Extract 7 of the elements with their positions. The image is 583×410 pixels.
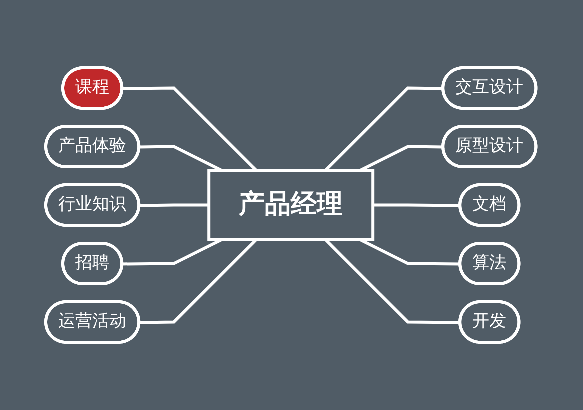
connector — [140, 238, 258, 324]
node-box: 产品经理 — [208, 169, 375, 241]
connector — [324, 238, 461, 324]
connector — [140, 204, 210, 207]
connector — [122, 238, 224, 266]
connector — [360, 238, 461, 266]
connector — [374, 204, 461, 207]
